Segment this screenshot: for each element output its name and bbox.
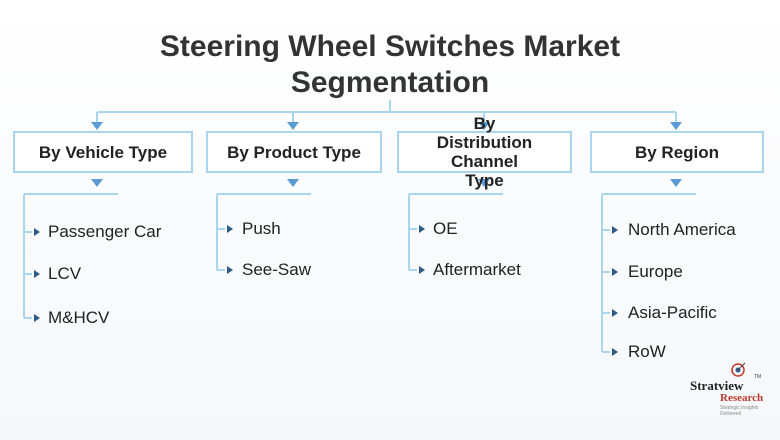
arrow-down-icon [91,122,103,130]
bullet-arrow-icon [612,268,618,276]
target-icon [731,362,746,377]
arrow-down-icon [478,122,490,130]
list-item: Europe [628,262,683,281]
list-item: Aftermarket [433,260,521,279]
list-item: RoW [628,342,666,361]
logo-trademark: TM [754,374,762,380]
category-label: By Product Type [227,142,361,162]
list-item: Passenger Car [48,222,162,241]
company-logo: Stratview TM Research Strategic Insights… [690,360,780,417]
arrow-down-icon [478,179,490,187]
bullet-arrow-icon [419,225,425,233]
bullet-arrow-icon [227,225,233,233]
diagram-title-line2: Segmentation [290,66,490,99]
logo-tagline: Strategic Insights Delivered [720,405,759,417]
list-item: North America [628,220,736,239]
list-item: See-Saw [242,260,311,279]
bullet-arrow-icon [612,309,618,317]
category-box-product-type: By Product Type [206,131,382,173]
list-item: M&HCV [48,308,110,327]
arrow-down-icon [670,122,682,130]
category-label: By Distribution Channel Type [436,114,533,190]
list-item: Asia-Pacific [628,303,717,322]
arrow-down-icon [91,179,103,187]
category-label: By Vehicle Type [38,142,168,162]
list-item: OE [433,219,458,238]
bullet-arrow-icon [612,226,618,234]
bullet-arrow-icon [227,266,233,274]
category-label: By Region [634,142,720,162]
logo-name: Stratview [690,378,744,393]
bullet-arrow-icon [34,228,40,236]
diagram-title-line1: Steering Wheel Switches Market [159,30,621,63]
bullet-arrow-icon [612,348,618,356]
list-item: Push [242,219,281,238]
bullet-arrow-icon [34,270,40,278]
logo-sub: Research [720,392,764,404]
arrow-down-icon [287,122,299,130]
category-box-region: By Region [590,131,764,173]
category-box-distribution-channel: By Distribution Channel Type [397,114,572,190]
bullet-arrow-icon [419,266,425,274]
arrow-down-icon [670,179,682,187]
list-item: LCV [48,264,82,283]
bullet-arrow-icon [34,314,40,322]
category-box-vehicle-type: By Vehicle Type [13,131,193,173]
arrow-down-icon [287,179,299,187]
